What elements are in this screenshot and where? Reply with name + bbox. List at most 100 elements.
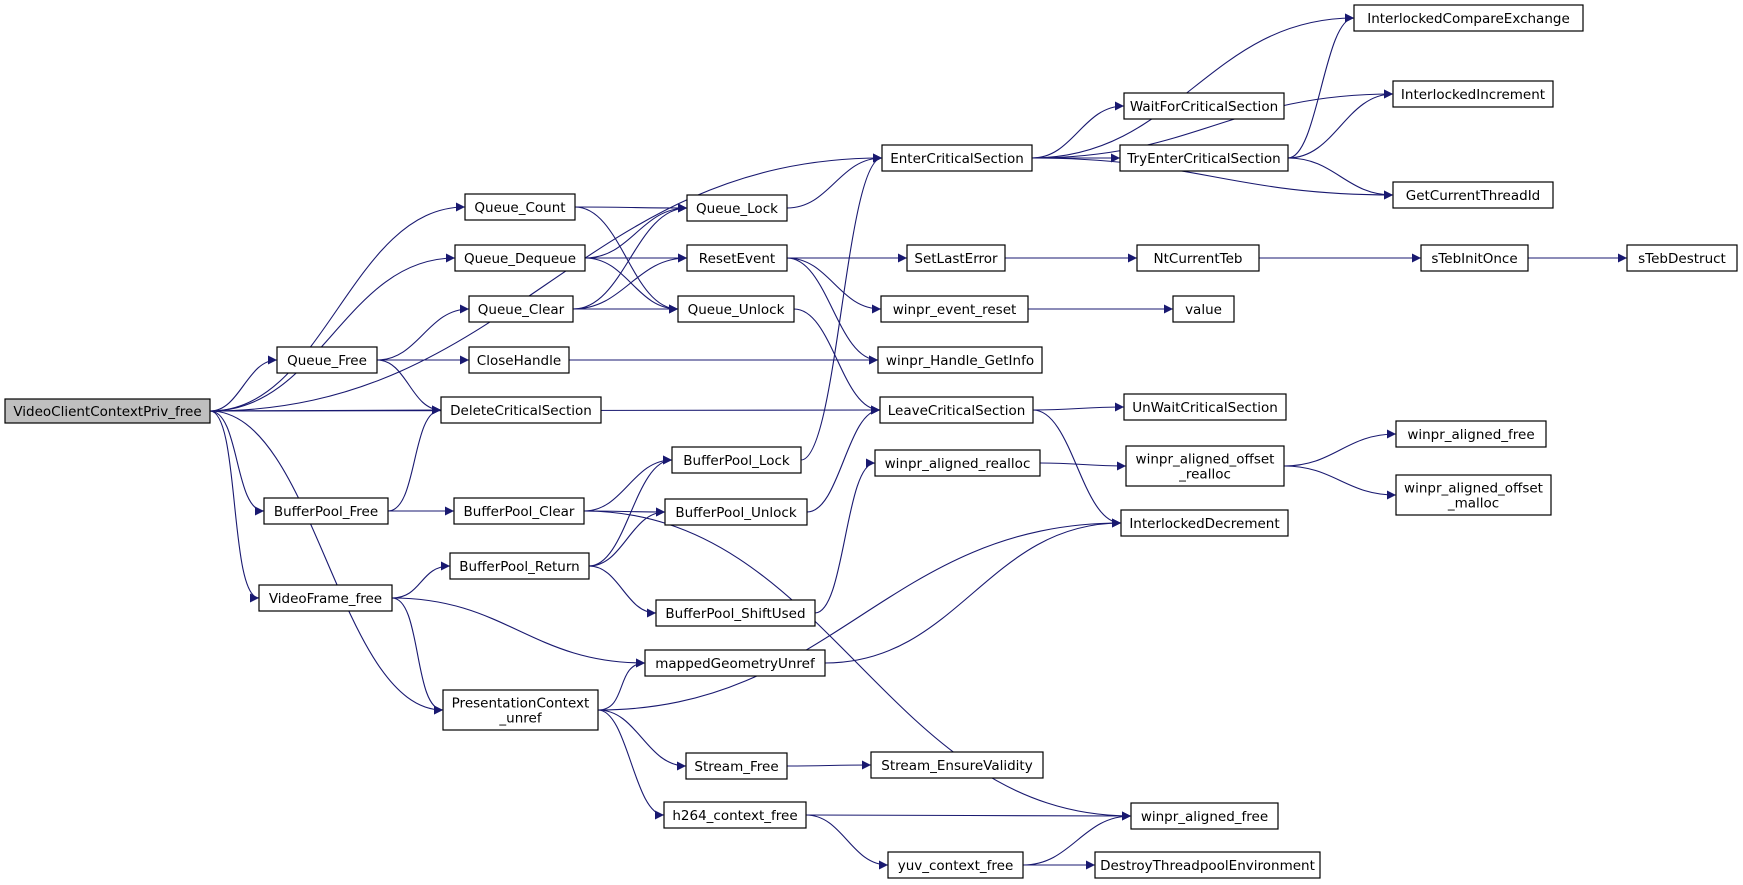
node-interlocked_compare_exchange[interactable]: InterlockedCompareExchange [1353, 4, 1584, 32]
edges-layer [209, 13, 1627, 870]
node-bufferpool_lock[interactable]: BufferPool_Lock [671, 446, 802, 474]
node-label: Stream_EnsureValidity [881, 758, 1032, 774]
node-label: BufferPool_Clear [464, 504, 575, 520]
node-box [870, 751, 1044, 779]
node-queue_count[interactable]: Queue_Count [464, 193, 576, 221]
node-interlocked_decrement[interactable]: InterlockedDecrement [1120, 509, 1289, 537]
node-winpr_aligned_offset_realloc[interactable]: winpr_aligned_offset_realloc [1125, 445, 1285, 487]
node-queue_free[interactable]: Queue_Free [276, 346, 378, 374]
node-box [1123, 393, 1287, 421]
node-box [1123, 92, 1285, 120]
node-bufferpool_unlock[interactable]: BufferPool_Unlock [664, 498, 808, 526]
node-interlocked_increment[interactable]: InterlockedIncrement [1392, 80, 1554, 108]
edge-presentation_context_unref-to-stream_free [597, 709, 687, 771]
node-try_enter_cs[interactable]: TryEnterCriticalSection [1119, 144, 1289, 172]
node-wait_for_cs[interactable]: WaitForCriticalSection [1123, 92, 1285, 120]
node-box [1120, 509, 1289, 537]
node-label: ResetEvent [699, 251, 775, 267]
node-presentation_context_unref[interactable]: PresentationContext_unref [442, 689, 599, 731]
edge-vccp_free-to-presentation_context_unref [209, 410, 444, 715]
node-box [263, 497, 389, 525]
node-bufferpool_clear[interactable]: BufferPool_Clear [453, 497, 585, 525]
node-bufferpool_return[interactable]: BufferPool_Return [449, 552, 590, 580]
node-box [879, 396, 1034, 424]
node-queue_clear[interactable]: Queue_Clear [468, 295, 574, 323]
node-label: value [1185, 302, 1222, 318]
node-winpr_event_reset[interactable]: winpr_event_reset [880, 295, 1029, 323]
node-delete_cs[interactable]: DeleteCriticalSection [440, 396, 602, 424]
node-videoframe_free[interactable]: VideoFrame_free [258, 584, 393, 612]
node-box [1119, 144, 1289, 172]
node-box [664, 498, 808, 526]
edge-try_enter_cs-to-get_current_thread_id [1287, 157, 1394, 200]
node-label: PresentationContext [452, 696, 590, 712]
node-label: VideoFrame_free [269, 591, 382, 607]
edge-winpr_aligned_offset_realloc-to-winpr_aligned_offset_malloc [1283, 465, 1397, 500]
node-winpr_aligned_free_bottom[interactable]: winpr_aligned_free [1130, 802, 1279, 830]
node-winpr_aligned_free_top[interactable]: winpr_aligned_free [1395, 420, 1547, 448]
node-close_handle[interactable]: CloseHandle [468, 346, 570, 374]
node-stream_free[interactable]: Stream_Free [685, 752, 788, 780]
node-get_current_thread_id[interactable]: GetCurrentThreadId [1392, 181, 1554, 209]
node-bufferpool_free[interactable]: BufferPool_Free [263, 497, 389, 525]
edge-enter_cs-to-get_current_thread_id [1031, 157, 1394, 200]
node-label: TryEnterCriticalSection [1126, 151, 1280, 167]
node-box [1392, 181, 1554, 209]
node-box [453, 497, 585, 525]
node-label: UnWaitCriticalSection [1132, 400, 1278, 416]
node-box [685, 752, 788, 780]
node-nt_current_teb[interactable]: NtCurrentTeb [1136, 244, 1260, 272]
node-label: NtCurrentTeb [1154, 251, 1243, 267]
node-box [686, 194, 788, 222]
edge-queue_dequeue-to-queue_lock [584, 203, 688, 259]
node-yuv_context_free[interactable]: yuv_context_free [887, 851, 1024, 879]
edge-reset_event-to-winpr_event_reset [786, 257, 882, 314]
node-winpr_handle_getinfo[interactable]: winpr_Handle_GetInfo [877, 346, 1043, 374]
node-label: DestroyThreadpoolEnvironment [1100, 858, 1315, 874]
node-unwait_cs[interactable]: UnWaitCriticalSection [1123, 393, 1287, 421]
node-box [1125, 445, 1285, 487]
node-leave_cs[interactable]: LeaveCriticalSection [879, 396, 1034, 424]
node-label: winpr_Handle_GetInfo [886, 353, 1034, 369]
node-bufferpool_shiftused[interactable]: BufferPool_ShiftUsed [655, 599, 816, 627]
node-winpr_aligned_offset_malloc[interactable]: winpr_aligned_offset_malloc [1395, 474, 1552, 516]
nodes-layer: VideoClientContextPriv_free EnterCritical… [4, 4, 1738, 879]
node-box [1130, 802, 1279, 830]
node-destroy_threadpool_environment[interactable]: DestroyThreadpoolEnvironment [1094, 851, 1321, 879]
node-label: Stream_Free [694, 759, 778, 775]
node-box [906, 244, 1006, 272]
node-queue_lock[interactable]: Queue_Lock [686, 194, 788, 222]
node-queue_dequeue[interactable]: Queue_Dequeue [454, 244, 586, 272]
node-stream_ensure_validity[interactable]: Stream_EnsureValidity [870, 751, 1044, 779]
node-box [258, 584, 393, 612]
node-vccp_free[interactable]: VideoClientContextPriv_free [4, 398, 211, 424]
node-steb_destruct[interactable]: sTebDestruct [1626, 244, 1738, 272]
node-box [880, 295, 1029, 323]
node-h264_context_free[interactable]: h264_context_free [663, 801, 807, 829]
edge-videoframe_free-to-bufferpool_return [391, 561, 451, 599]
node-label: WaitForCriticalSection [1130, 99, 1278, 115]
edge-bufferpool_return-to-bufferpool_lock [588, 455, 673, 567]
node-label: winpr_aligned_realloc [885, 456, 1031, 472]
node-box [655, 599, 816, 627]
node-label: VideoClientContextPriv_free [13, 404, 201, 420]
node-reset_event[interactable]: ResetEvent [686, 244, 788, 272]
node-winpr_aligned_realloc[interactable]: winpr_aligned_realloc [874, 449, 1041, 477]
node-mapped_geometry_unref[interactable]: mappedGeometryUnref [644, 649, 826, 677]
node-set_last_error[interactable]: SetLastError [906, 244, 1006, 272]
edge-vccp_free-to-queue_free [209, 355, 278, 412]
node-value[interactable]: value [1172, 295, 1235, 323]
node-box [464, 193, 576, 221]
edge-vccp_free-to-queue_count [209, 202, 466, 412]
node-label: winpr_event_reset [893, 302, 1017, 318]
node-enter_cs[interactable]: EnterCriticalSection [881, 144, 1033, 172]
node-queue_unlock[interactable]: Queue_Unlock [677, 295, 795, 323]
edge-queue_dequeue-to-queue_unlock [584, 257, 679, 314]
node-label: BufferPool_Lock [683, 453, 790, 469]
node-box [442, 689, 599, 731]
node-steb_init_once[interactable]: sTebInitOnce [1420, 244, 1529, 272]
node-label: LeaveCriticalSection [888, 403, 1026, 419]
edge-bufferpool_clear-to-bufferpool_lock [583, 455, 673, 512]
edge-enter_cs-to-interlocked_increment [1031, 89, 1394, 159]
